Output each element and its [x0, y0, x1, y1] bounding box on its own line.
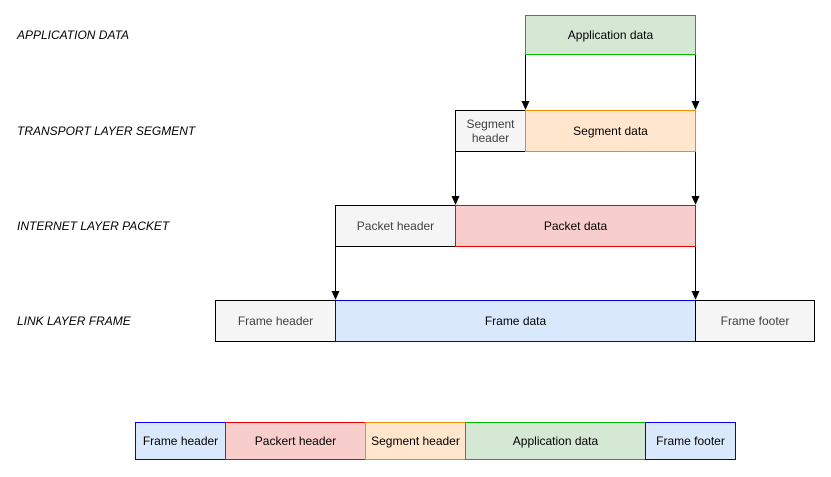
label-internet-layer-packet: INTERNET LAYER PACKET: [17, 219, 170, 233]
box-encapsulated-frame-footer: Frame footer: [645, 422, 736, 460]
box-label: Segment header: [371, 433, 460, 448]
box-encapsulated-application-data: Application data: [465, 422, 646, 460]
box-label: Frame header: [237, 313, 314, 328]
box-encapsulated-frame-header: Frame header: [135, 422, 226, 460]
label-link-layer-frame: LINK LAYER FRAME: [17, 314, 131, 328]
box-label: Application data: [512, 433, 599, 448]
box-label: Frame header: [142, 433, 219, 448]
box-label: Segment data: [573, 123, 648, 138]
box-packet-header: Packet header: [335, 205, 456, 247]
arrowhead-icon: [691, 101, 700, 110]
box-application-data: Application data: [525, 15, 696, 55]
box-frame-data: Frame data: [335, 300, 696, 342]
box-label: Packet data: [543, 218, 608, 233]
box-label: Application data: [567, 27, 654, 42]
arrowhead-icon: [331, 291, 340, 300]
box-segment-header: Segment header: [455, 110, 526, 152]
arrowhead-icon: [521, 101, 530, 110]
arrowhead-icon: [691, 291, 700, 300]
box-label: Packert header: [254, 433, 337, 448]
box-label: Segment header: [466, 116, 515, 145]
box-label: Packet header: [356, 218, 435, 233]
arrowhead-icon: [451, 196, 460, 205]
box-encapsulated-packet-header: Packert header: [225, 422, 366, 460]
label-transport-layer-segment: TRANSPORT LAYER SEGMENT: [17, 124, 196, 138]
box-frame-footer: Frame footer: [695, 300, 815, 342]
box-label: Frame footer: [656, 433, 725, 448]
box-encapsulated-segment-header: Segment header: [365, 422, 466, 460]
box-frame-header: Frame header: [215, 300, 336, 342]
box-label: Frame footer: [720, 313, 790, 328]
arrowhead-icon: [691, 196, 700, 205]
box-packet-data: Packet data: [455, 205, 696, 247]
box-segment-data: Segment data: [525, 110, 696, 152]
box-label: Frame data: [484, 313, 547, 328]
label-application-data: APPLICATION DATA: [17, 28, 130, 42]
